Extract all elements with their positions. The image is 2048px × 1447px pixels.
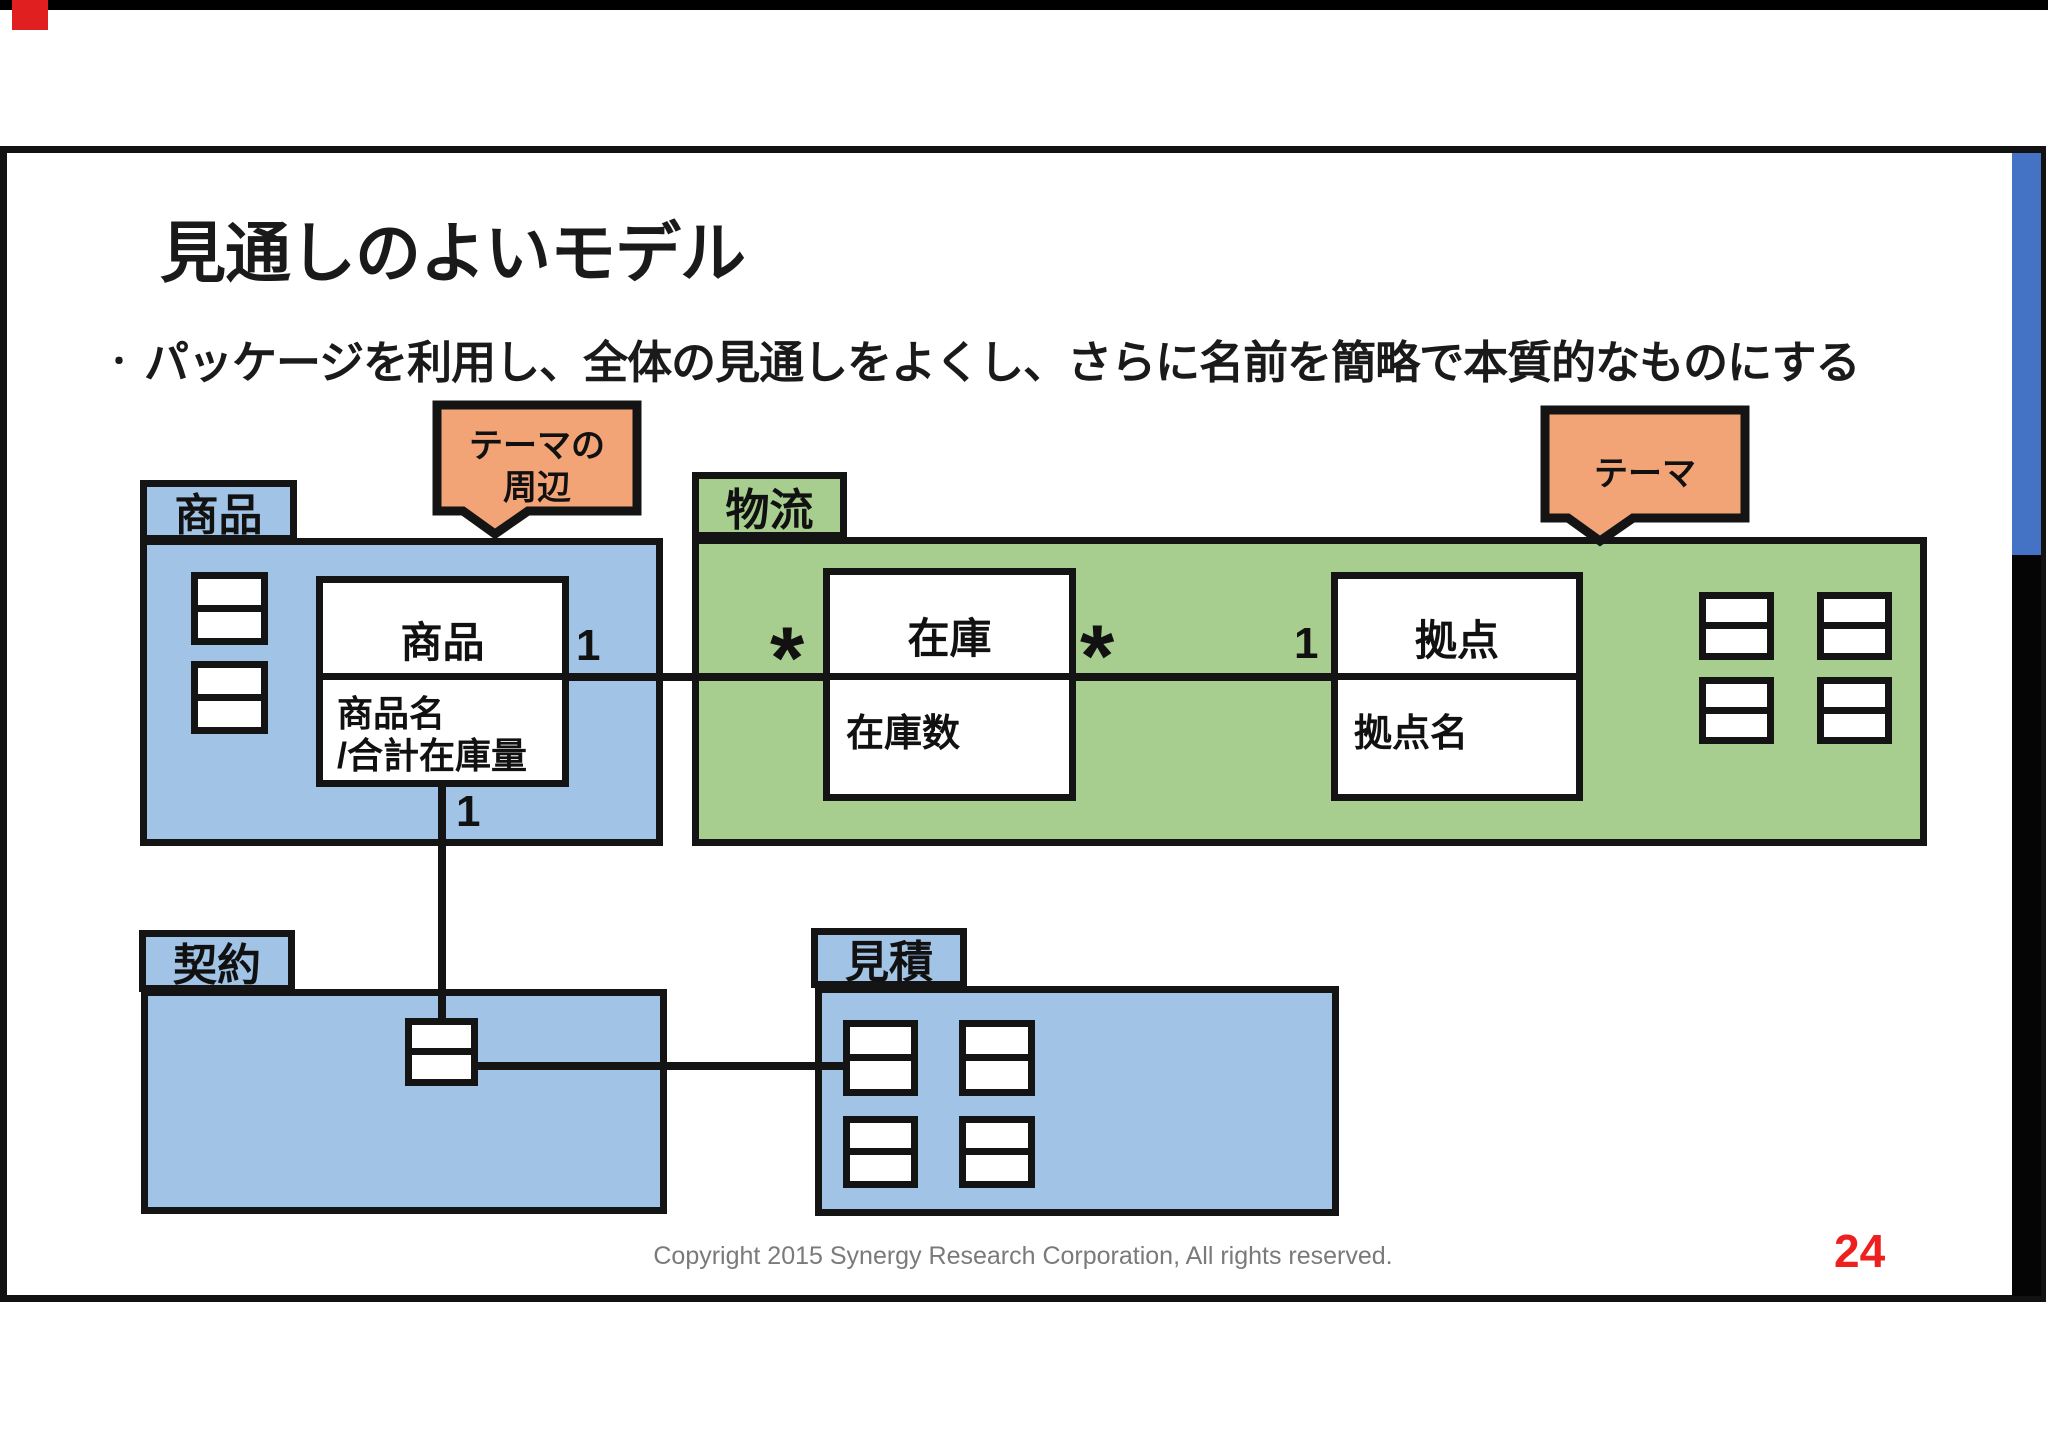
slide-title: 見通しのよいモデル: [160, 216, 746, 290]
attribute-total-stock: /合計在庫量: [337, 735, 528, 776]
mini-class-icon: [1817, 677, 1892, 744]
attribute-stock-count: 在庫数: [846, 713, 961, 755]
class-divider: [1338, 673, 1576, 680]
association-contract-estimate: [475, 1062, 848, 1070]
right-accent-bar-black: [2012, 555, 2041, 1296]
mini-class-icon-contract: [405, 1018, 478, 1086]
class-name-product: 商品: [400, 619, 485, 666]
package-tab-product: 商品: [140, 480, 297, 542]
mini-class-icon: [1699, 677, 1774, 744]
package-tab-estimate: 見積: [811, 928, 967, 988]
mini-class-icon: [191, 572, 268, 645]
class-name-stock: 在庫: [907, 615, 992, 662]
mini-class-icon: [959, 1116, 1035, 1188]
page-number: 24: [1834, 1225, 1886, 1277]
multiplicity-product-side: 1: [576, 621, 601, 670]
association-stock-base: [1072, 673, 1336, 681]
package-label-logistics: 物流: [725, 485, 814, 535]
class-box-product: 商品 商品名 /合計在庫量: [316, 576, 569, 787]
callout-periphery-text-line2: 周辺: [503, 469, 571, 507]
package-label-product: 商品: [174, 491, 263, 540]
mini-class-icon: [959, 1020, 1035, 1096]
class-divider: [323, 673, 562, 680]
package-label-contract: 契約: [173, 941, 261, 990]
attribute-product-name: 商品名: [337, 693, 446, 734]
multiplicity-base-side: 1: [1294, 619, 1319, 668]
speech-callout-theme: [1540, 405, 1750, 547]
association-product-contract: [438, 783, 446, 1022]
mini-class-icon: [191, 661, 268, 734]
class-attributes-product: 商品名 /合計在庫量: [323, 693, 562, 777]
multiplicity-stock-left: *: [770, 608, 805, 707]
class-box-base: 拠点 拠点名: [1331, 572, 1583, 801]
class-name-base: 拠点: [1414, 617, 1499, 664]
copyright-footer: Copyright 2015 Synergy Research Corporat…: [653, 1242, 1393, 1270]
right-accent-bar-blue: [2012, 153, 2041, 555]
slide-border-frame: [0, 146, 2046, 1302]
class-box-stock: 在庫 在庫数: [823, 568, 1076, 801]
attribute-base-name: 拠点名: [1354, 713, 1469, 755]
package-body-contract: [141, 989, 667, 1214]
package-tab-logistics: 物流: [692, 472, 847, 539]
record-indicator-badge: [12, 0, 48, 30]
bullet-line: ・ パッケージを利用し、全体の見通しをよくし、さらに名前を簡略で本質的なものにす…: [104, 326, 1861, 391]
mini-class-icon: [843, 1116, 918, 1188]
bullet-text: パッケージを利用し、全体の見通しをよくし、さらに名前を簡略で本質的なものにする: [144, 337, 1861, 388]
mini-class-icon: [1699, 592, 1774, 660]
speech-callout-periphery: [432, 400, 642, 540]
package-tab-contract: 契約: [139, 930, 295, 992]
callout-periphery-text-line1: テーマの: [469, 427, 605, 465]
mini-class-icon: [1817, 592, 1892, 660]
class-divider: [830, 673, 1069, 680]
top-black-bar: [0, 0, 2048, 10]
multiplicity-contract-side: 1: [456, 787, 481, 836]
bullet-marker: ・: [104, 345, 134, 379]
package-label-estimate: 見積: [845, 938, 933, 987]
multiplicity-stock-right: *: [1080, 606, 1115, 705]
mini-class-icon: [843, 1020, 918, 1096]
association-product-stock: [566, 673, 828, 681]
callout-theme-text: テーマ: [1594, 455, 1696, 493]
